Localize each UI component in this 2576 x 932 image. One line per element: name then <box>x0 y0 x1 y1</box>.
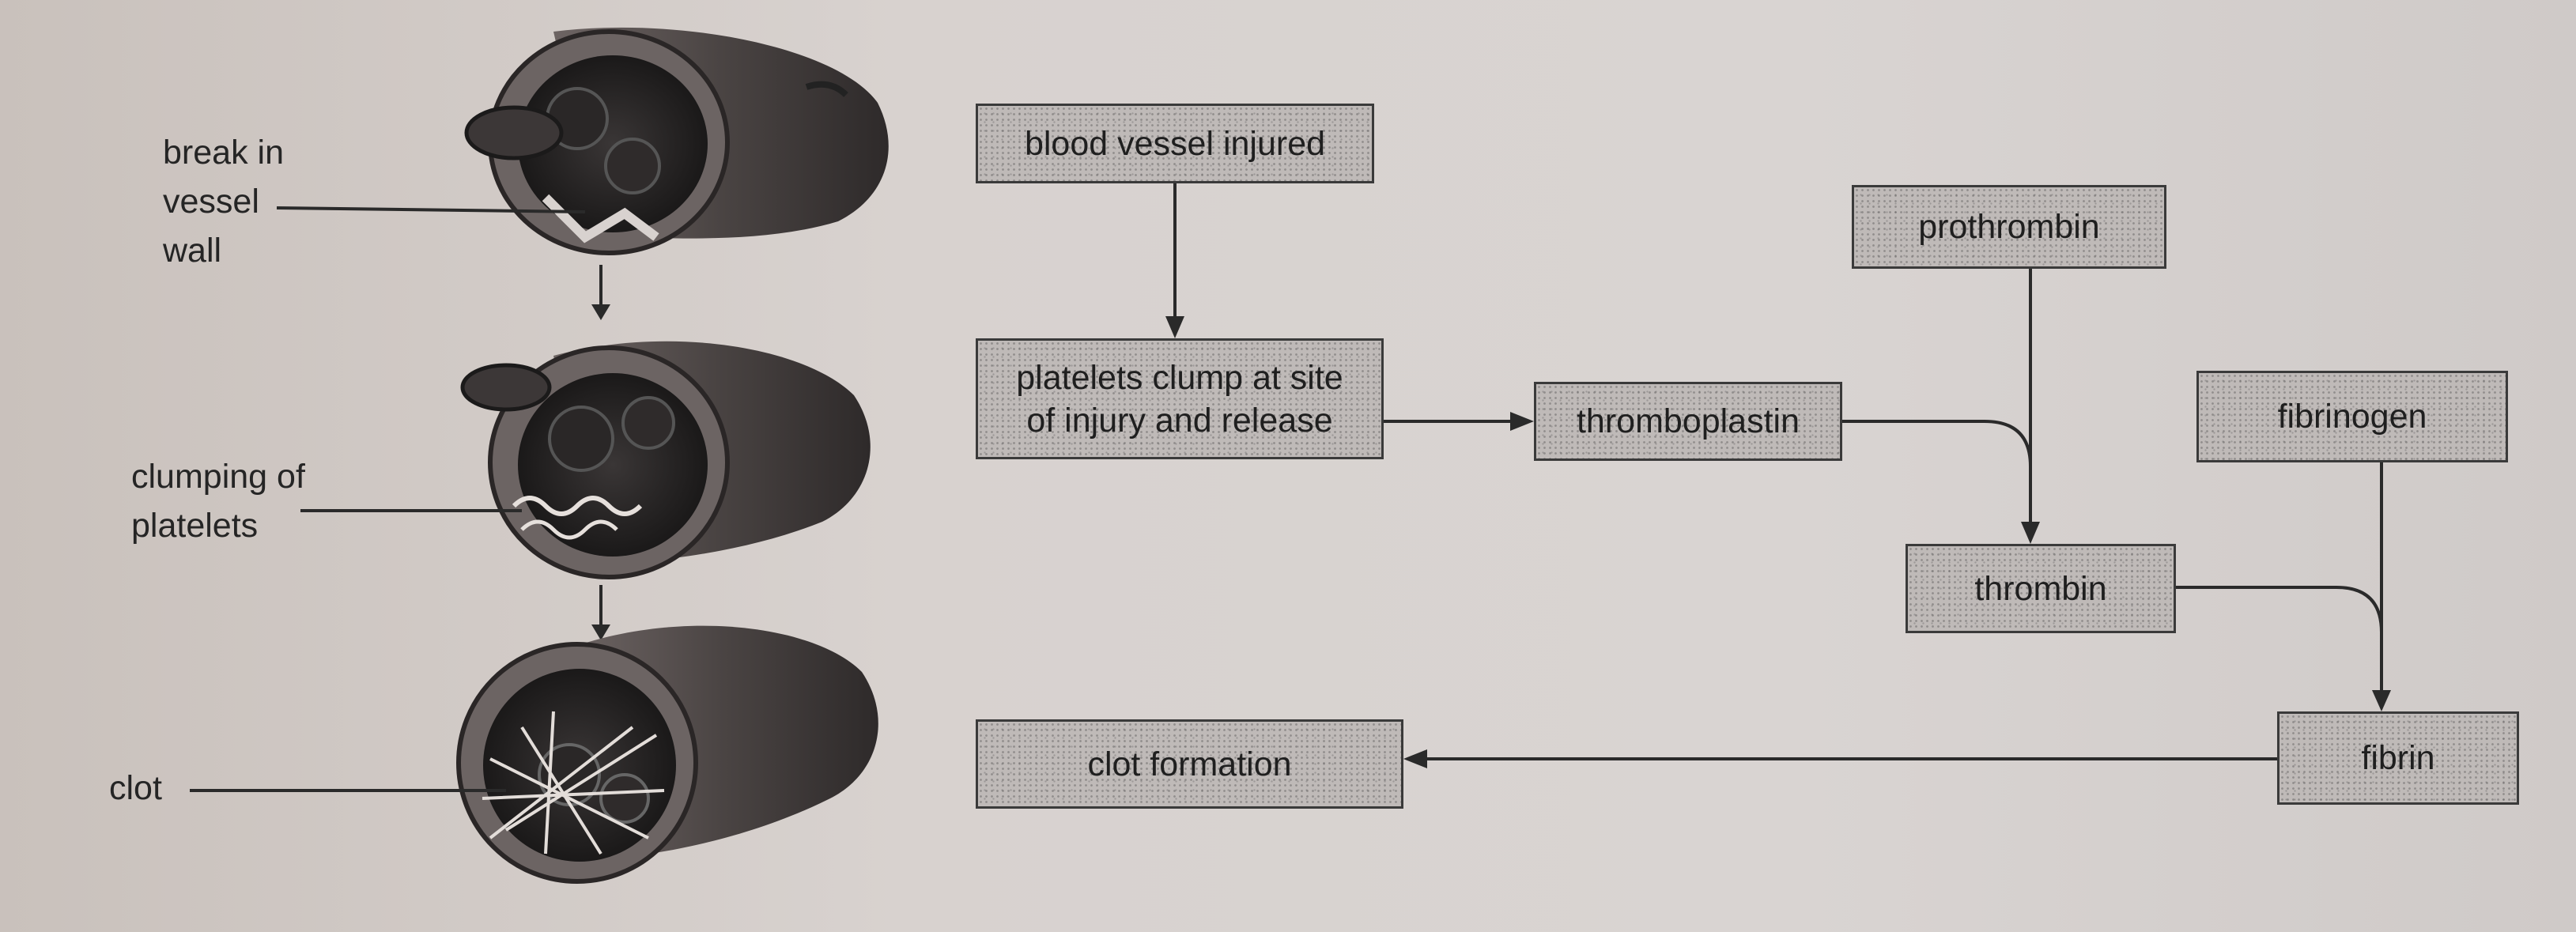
vessel-broken-wall <box>464 27 889 255</box>
vessel-illustrations <box>190 27 889 884</box>
box-prothrombin: prothrombin <box>1852 185 2166 269</box>
box-clot-formation: clot formation <box>976 719 1403 809</box>
vessel-clot <box>456 625 878 884</box>
break-pointer-line <box>276 206 586 213</box>
label-clumping-of-platelets: clumping of platelets <box>131 452 305 550</box>
label-clot: clot <box>109 769 162 807</box>
label-clump-line2: platelets <box>131 507 259 545</box>
label-break-line2: vessel <box>163 183 259 221</box>
label-break-line1: break in <box>163 134 284 172</box>
platelets-line2: of injury and release <box>1026 401 1333 440</box>
box-thrombin: thrombin <box>1906 544 2176 633</box>
box-fibrin: fibrin <box>2277 711 2519 805</box>
vessel-platelet-clump <box>460 341 871 579</box>
label-break-in-vessel-wall: break in vessel wall <box>163 128 284 275</box>
label-clump-line1: clumping of <box>131 458 305 496</box>
box-fibrinogen: fibrinogen <box>2196 371 2508 462</box>
down-arrow-1 <box>591 265 610 320</box>
down-arrow-2 <box>591 585 610 640</box>
platelets-line1: platelets clump at site <box>1016 358 1343 397</box>
box-blood-vessel-injured: blood vessel injured <box>976 104 1374 183</box>
label-break-line3: wall <box>163 232 222 270</box>
box-thromboplastin: thromboplastin <box>1534 382 1842 461</box>
box-platelets-clump: platelets clump at site of injury and re… <box>976 338 1384 459</box>
